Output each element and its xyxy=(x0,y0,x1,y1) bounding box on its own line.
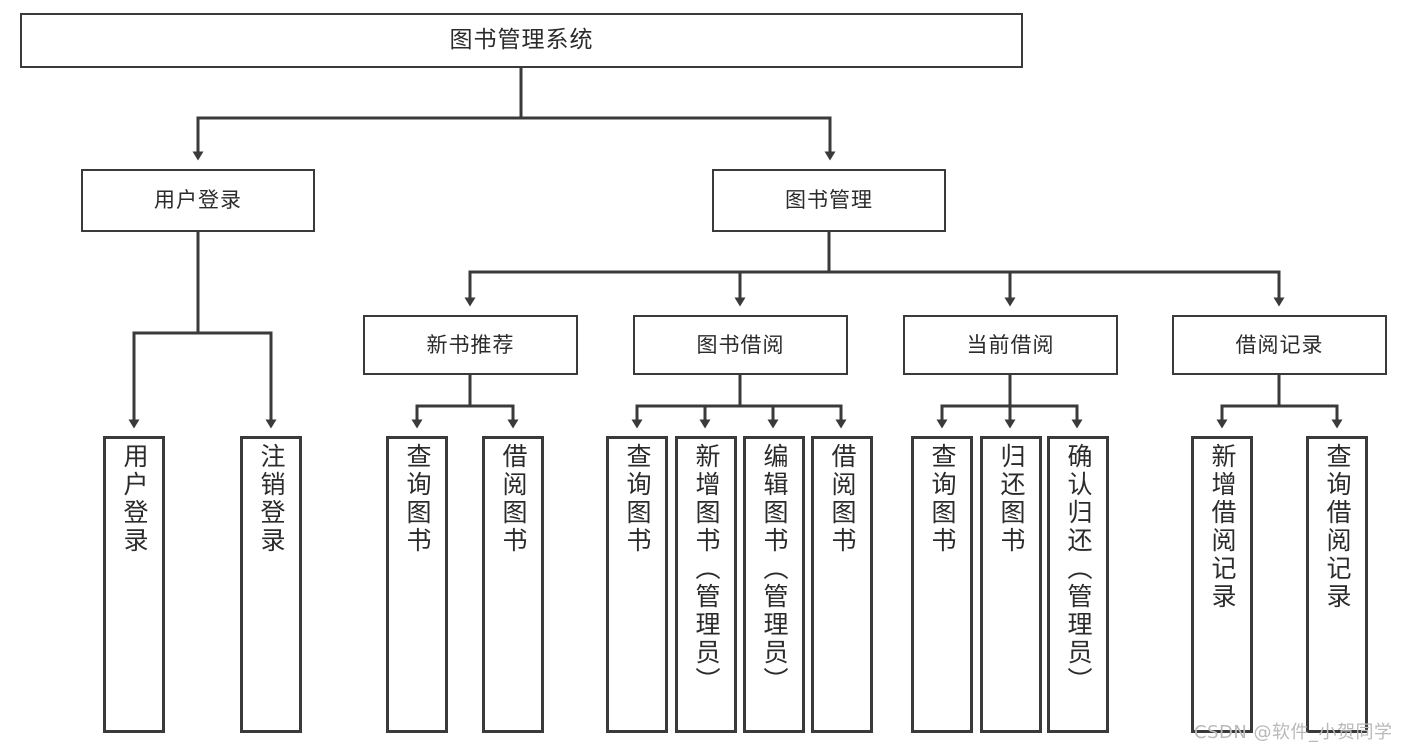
leaf-label: 借阅图书 xyxy=(828,443,857,555)
node-root[interactable]: 图书管理系统 xyxy=(20,13,1023,68)
leaf-label: 查询图书 xyxy=(928,443,957,555)
leaf-query-book-current[interactable]: 查询图书 xyxy=(911,436,973,733)
leaf-label: 用户登录 xyxy=(120,443,149,555)
leaf-label: 新增借阅记录 xyxy=(1208,443,1237,611)
leaf-label: 新增图书（管理员） xyxy=(692,443,721,695)
leaf-label: 查询图书 xyxy=(403,443,432,555)
leaf-label: 归还图书 xyxy=(997,443,1026,555)
node-book-management-module[interactable]: 图书管理 xyxy=(712,169,946,232)
node-user-login-module[interactable]: 用户登录 xyxy=(81,169,315,232)
leaf-query-book-borrow[interactable]: 查询图书 xyxy=(606,436,668,733)
leaf-borrow-book-recommend[interactable]: 借阅图书 xyxy=(482,436,544,733)
node-label: 新书推荐 xyxy=(426,332,515,357)
node-current-borrow[interactable]: 当前借阅 xyxy=(903,315,1118,375)
leaf-label: 确认归还（管理员） xyxy=(1064,443,1093,695)
leaf-user-login[interactable]: 用户登录 xyxy=(103,436,165,733)
node-label: 图书管理 xyxy=(785,188,873,213)
leaf-query-book-recommend[interactable]: 查询图书 xyxy=(386,436,448,733)
leaf-borrow-book[interactable]: 借阅图书 xyxy=(811,436,873,733)
leaf-label: 编辑图书（管理员） xyxy=(760,443,789,695)
leaf-user-logout[interactable]: 注销登录 xyxy=(240,436,302,733)
leaf-edit-book-admin[interactable]: 编辑图书（管理员） xyxy=(743,436,805,733)
node-label: 借阅记录 xyxy=(1235,332,1324,357)
leaf-add-book-admin[interactable]: 新增图书（管理员） xyxy=(675,436,737,733)
node-label: 当前借阅 xyxy=(966,332,1055,357)
leaf-return-book[interactable]: 归还图书 xyxy=(980,436,1042,733)
node-book-borrow[interactable]: 图书借阅 xyxy=(633,315,848,375)
leaf-label: 注销登录 xyxy=(257,443,286,555)
node-root-label: 图书管理系统 xyxy=(449,27,594,54)
node-new-book-recommend[interactable]: 新书推荐 xyxy=(363,315,578,375)
leaf-label: 查询借阅记录 xyxy=(1323,443,1352,611)
leaf-confirm-return-admin[interactable]: 确认归还（管理员） xyxy=(1047,436,1109,733)
leaf-query-borrow-record[interactable]: 查询借阅记录 xyxy=(1306,436,1368,733)
node-borrow-record[interactable]: 借阅记录 xyxy=(1172,315,1387,375)
leaf-label: 借阅图书 xyxy=(499,443,528,555)
csdn-watermark: CSDN @软件_小贺同学 xyxy=(1194,722,1393,743)
node-label: 用户登录 xyxy=(154,188,242,213)
leaf-label: 查询图书 xyxy=(623,443,652,555)
leaf-add-borrow-record[interactable]: 新增借阅记录 xyxy=(1191,436,1253,733)
node-label: 图书借阅 xyxy=(696,332,785,357)
